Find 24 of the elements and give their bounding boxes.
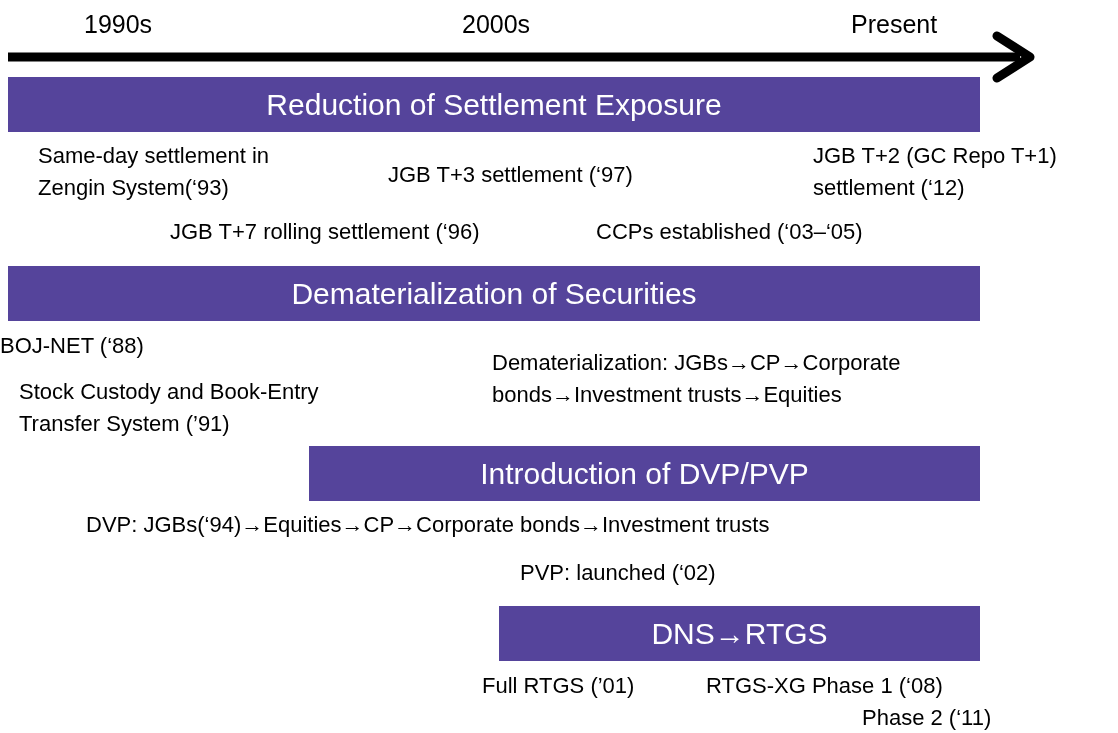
milestone-note: DVP: JGBs(‘94)→Equities→CP→Corporate bonds→Investment trusts [86,511,770,539]
milestone-note: Full RTGS (’01) [482,672,635,700]
milestone-note: JGB T+7 rolling settlement (‘96) [170,218,480,246]
band-title: Reduction of Settlement Exposure [266,87,722,122]
category-band [499,606,980,661]
category-band [309,446,980,501]
milestone-note: BOJ-NET (‘88) [0,332,144,360]
milestone-note: JGB T+3 settlement (‘97) [388,161,633,189]
timeline-period-label: Present [851,9,938,40]
milestone-note: RTGS-XG Phase 1 (‘08) [706,672,943,700]
band-title: DNS→RTGS [651,616,828,651]
band-title: Introduction of DVP/PVP [480,456,809,491]
milestone-note: Stock Custody and Book-Entry Transfer System (’91) [19,378,320,438]
timeline-period-label: 1990s [84,9,153,40]
milestone-note: JGB T+2 (GC Repo T+1) settlement (‘12) [813,142,1058,202]
category-band [8,266,980,321]
milestone-note: Dematerialization: JGBs→CP→Corporate bonds→Investment trusts→Equities [492,349,902,409]
milestone-note: Same-day settlement in Zengin System(‘93) [38,142,271,202]
milestone-note: CCPs established (‘03–‘05) [596,218,863,246]
milestone-note: PVP: launched (‘02) [520,559,716,587]
band-title: Dematerialization of Securities [291,276,697,311]
category-band [8,77,980,132]
timeline-period-label: 2000s [462,9,531,40]
milestone-note: Phase 2 (‘11) [862,704,992,732]
